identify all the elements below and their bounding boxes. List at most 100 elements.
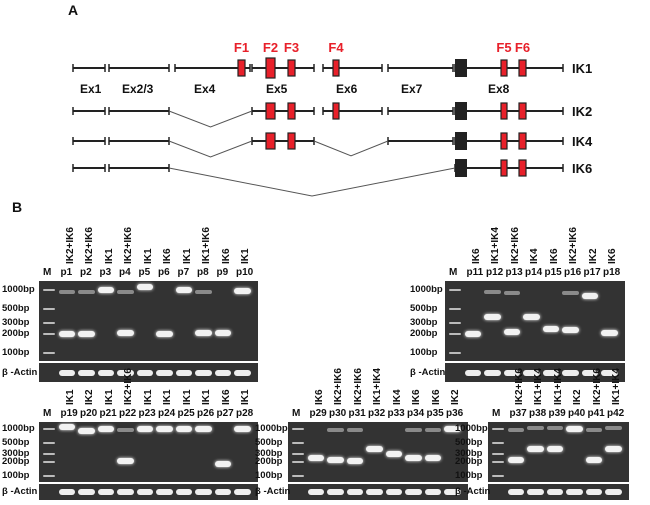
- lane-isoform-label: IK2+IK6: [591, 368, 603, 405]
- pcr-band: [562, 291, 579, 296]
- lane-id-label: p8: [197, 267, 209, 278]
- isoform-label: IK1: [572, 61, 592, 76]
- lane-id-label: p41: [587, 408, 605, 419]
- actin-label: β -Actin: [455, 486, 491, 497]
- pcr-band: [503, 328, 520, 335]
- ladder-band: [43, 427, 55, 430]
- ladder-band: [449, 352, 461, 355]
- actin-band: [58, 369, 75, 376]
- actin-band: [234, 369, 251, 376]
- exon-label: Ex6: [336, 82, 358, 96]
- pcr-band: [503, 291, 520, 296]
- actin-label: β -Actin: [410, 366, 446, 378]
- lane-id-label: p17: [583, 267, 601, 278]
- size-marker-label: 200bp: [255, 455, 283, 467]
- lane-isoform-label: IK2: [450, 389, 461, 405]
- pcr-band: [78, 331, 95, 338]
- ladder-band: [43, 333, 55, 336]
- actin-band: [78, 369, 95, 376]
- pcr-band: [542, 326, 559, 333]
- actin-label: β -Actin: [2, 366, 38, 378]
- ladder-band: [43, 308, 55, 311]
- pcr-band: [484, 289, 501, 294]
- actin-gel-image: [39, 363, 258, 382]
- actin-band: [195, 489, 212, 495]
- ladder-band: [43, 352, 55, 355]
- primer-label: F6: [515, 40, 530, 55]
- lane-isoform-label: IK1+IK4: [372, 368, 383, 405]
- primer-label: F4: [328, 40, 344, 55]
- ladder-band: [43, 442, 55, 445]
- primer-label: F2: [263, 40, 278, 55]
- actin-band: [484, 369, 501, 376]
- lane-isoform-label: IK2+IK6: [568, 227, 579, 264]
- primer-box: [287, 102, 296, 120]
- pcr-band: [58, 289, 75, 294]
- lane-isoform-label: IK6: [162, 248, 173, 264]
- size-marker-label: 300bp: [455, 447, 483, 459]
- actin-band: [405, 489, 422, 495]
- panel-b-label: B: [12, 199, 23, 215]
- gel-image: [39, 422, 258, 482]
- actin-band: [78, 489, 95, 495]
- splice-connector: [168, 140, 253, 158]
- pcr-band: [117, 289, 134, 294]
- lane-id-label: p34: [407, 408, 425, 419]
- ladder-band: [43, 452, 55, 455]
- lane-isoform-label: IK2: [84, 389, 95, 405]
- lane-isoform-label: IK1: [103, 389, 115, 405]
- primer-label: F5: [496, 40, 511, 55]
- size-marker-label: 300bp: [2, 317, 30, 329]
- pcr-band: [585, 427, 602, 432]
- pcr-band: [346, 427, 363, 432]
- lane-isoform-label: IK1: [201, 389, 212, 405]
- marker-lane-label: M: [43, 267, 52, 278]
- pcr-band: [405, 455, 422, 462]
- actin-band: [542, 369, 559, 376]
- size-marker-label: 100bp: [410, 347, 438, 359]
- lane-isoform-label: IK1+IK4: [533, 368, 544, 405]
- actin-band: [581, 369, 598, 376]
- actin-band: [175, 489, 192, 495]
- pcr-band: [117, 427, 134, 432]
- lane-isoform-label: IK2+IK6: [123, 368, 134, 405]
- pcr-band: [444, 425, 461, 432]
- pcr-band: [117, 457, 134, 464]
- gel-image: [488, 422, 629, 482]
- lane-id-label: p32: [368, 408, 386, 419]
- actin-band: [214, 369, 231, 376]
- pcr-band: [97, 425, 114, 432]
- pcr-band: [58, 423, 75, 430]
- actin-band: [562, 369, 579, 376]
- lane-id-label: p24: [158, 408, 176, 419]
- isoform-label: IK2: [572, 104, 592, 119]
- actin-band: [136, 489, 153, 495]
- lane-isoform-label: IK2: [572, 389, 583, 405]
- pcr-band: [234, 425, 251, 432]
- primer-box: [265, 102, 276, 120]
- lane-id-label: p6: [158, 267, 170, 278]
- size-marker-label: 1000bp: [255, 422, 288, 434]
- actin-band: [214, 489, 231, 495]
- ladder-band: [492, 475, 504, 478]
- size-marker-label: 200bp: [2, 455, 30, 467]
- pcr-band: [136, 425, 153, 432]
- lane-isoform-label: IK6: [430, 389, 442, 405]
- size-marker-label: 1000bp: [2, 284, 35, 296]
- pcr-band: [156, 425, 173, 432]
- splice-connector: [168, 110, 253, 128]
- ladder-band: [492, 460, 504, 463]
- size-marker-label: 300bp: [2, 447, 30, 459]
- ladder-band: [292, 460, 304, 463]
- lane-id-label: p30: [329, 408, 347, 419]
- primer-box: [287, 132, 296, 150]
- exon-label: Ex2/3: [122, 82, 154, 96]
- pcr-band: [78, 427, 95, 434]
- size-marker-label: 200bp: [455, 455, 483, 467]
- ladder-band: [292, 427, 304, 430]
- pcr-band: [156, 331, 173, 338]
- exon-label: Ex7: [401, 82, 423, 96]
- actin-gel-image: [288, 484, 468, 500]
- actin-band: [566, 489, 583, 495]
